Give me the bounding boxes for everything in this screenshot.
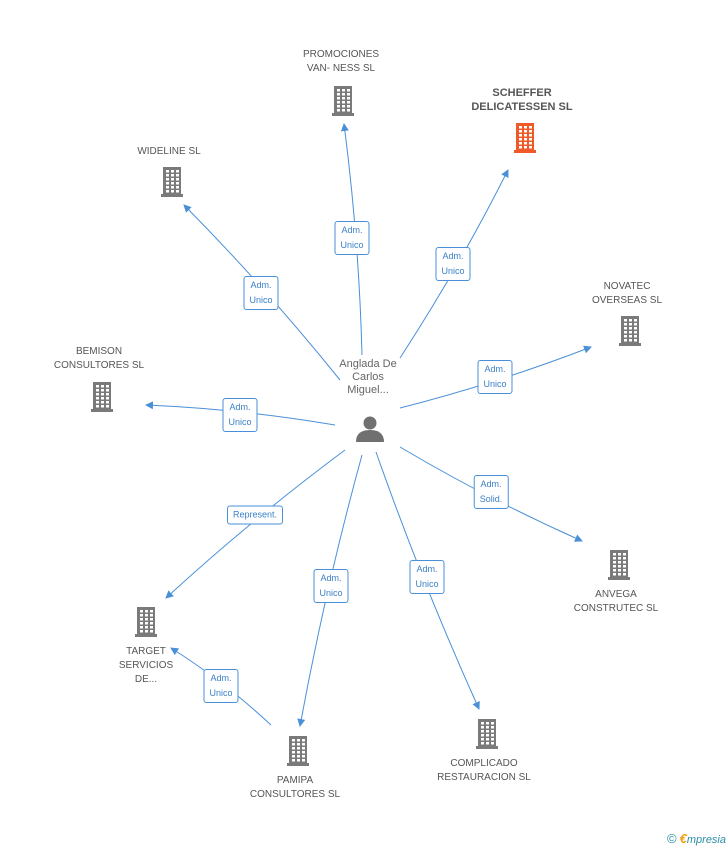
center-person-name[interactable]: Anglada De Carlos Miguel... (339, 358, 397, 396)
relation-label-complicado[interactable]: Adm. Unico (409, 560, 445, 594)
building-icon[interactable] (476, 719, 498, 749)
relation-label-promociones[interactable]: Adm. Unico (334, 221, 370, 255)
building-icon[interactable] (287, 736, 309, 766)
company-label-wideline[interactable]: WIDELINE SL (137, 146, 201, 157)
relation-label-pamipa-target[interactable]: Adm. Unico (203, 669, 239, 703)
copyright-symbol: © (667, 831, 677, 846)
relation-label-bemison[interactable]: Adm. Unico (222, 398, 258, 432)
company-label-anvega[interactable]: ANVEGA CONSTRUTEC SL (573, 589, 659, 614)
footer-brand[interactable]: ©€mpresia (667, 831, 726, 846)
company-label-promociones[interactable]: PROMOCIONES VAN- NESS SL (302, 49, 380, 74)
building-icon[interactable] (332, 86, 354, 116)
company-label-complicado[interactable]: COMPLICADO RESTAURACION SL (437, 758, 531, 783)
relation-label-novatec[interactable]: Adm. Unico (477, 360, 513, 394)
building-icon[interactable] (619, 316, 641, 346)
company-label-pamipa[interactable]: PAMIPA CONSULTORES SL (249, 775, 341, 800)
brand-name: mpresia (686, 834, 726, 846)
relation-label-anvega[interactable]: Adm. Solid. (473, 475, 509, 509)
company-label-scheffer[interactable]: SCHEFFER DELICATESSEN SL (471, 87, 573, 113)
person-icon[interactable] (356, 416, 384, 443)
company-label-bemison[interactable]: BEMISON CONSULTORES SL (53, 346, 145, 371)
company-label-target[interactable]: TARGET SERVICIOS DE... (118, 646, 174, 685)
relation-label-scheffer[interactable]: Adm. Unico (435, 247, 471, 281)
building-icon[interactable] (91, 382, 113, 412)
building-icon[interactable] (514, 123, 536, 153)
building-icon[interactable] (608, 550, 630, 580)
relation-label-pamipa[interactable]: Adm. Unico (313, 569, 349, 603)
company-label-novatec[interactable]: NOVATEC OVERSEAS SL (591, 281, 663, 306)
relation-label-target[interactable]: Represent. (226, 505, 284, 525)
brand-logo-initial: € (679, 831, 687, 846)
building-icon[interactable] (135, 607, 157, 637)
building-icon[interactable] (161, 167, 183, 197)
relation-label-wideline[interactable]: Adm. Unico (243, 276, 279, 310)
